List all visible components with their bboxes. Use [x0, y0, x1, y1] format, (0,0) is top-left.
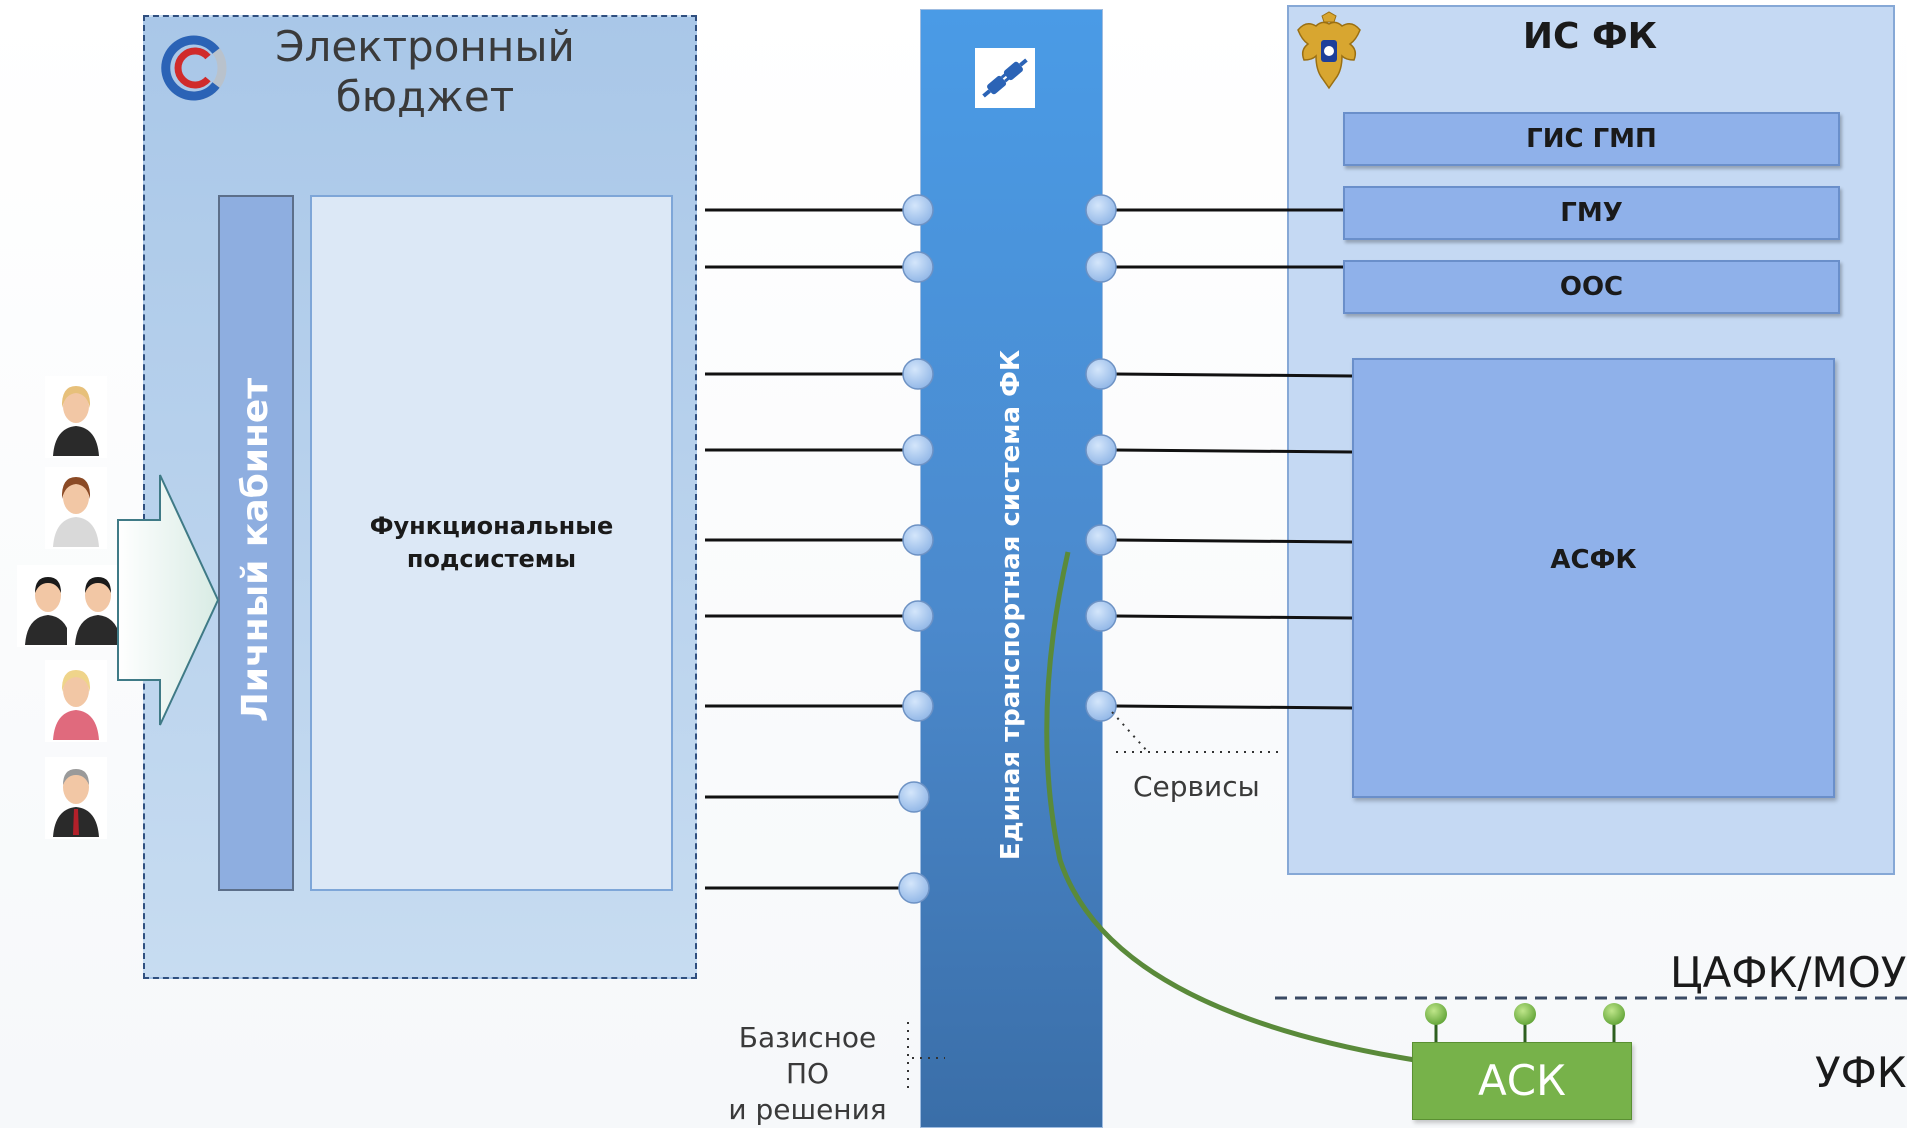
is-fk-title: ИС ФК	[1522, 16, 1658, 57]
arrow-icon	[117, 474, 220, 726]
asfk-box	[1352, 358, 1835, 798]
electronic-budget-title: Электронный бюджет	[275, 22, 575, 121]
user-icon	[45, 467, 107, 549]
services-callout	[1111, 711, 1280, 753]
zone-cafk-moy-label: ЦАФК/МОУ	[1670, 948, 1907, 997]
subsystem-gis-gmp: ГИС ГМП	[1343, 112, 1840, 166]
left-connection-lines	[705, 208, 905, 890]
subsystem-gmu: ГМУ	[1343, 186, 1840, 240]
ask-box: АСК	[1412, 1042, 1632, 1120]
base-software-line2: и решения	[728, 1093, 887, 1126]
ask-connection-curve	[1044, 551, 1416, 1063]
transport-system-bar	[920, 9, 1103, 1128]
right-connection-lines	[1114, 208, 1353, 710]
logo-c-icon	[161, 35, 227, 101]
base-software-label: Базисное ПО и решения	[715, 1020, 900, 1128]
ask-connector-pins	[1425, 1003, 1625, 1042]
personal-account-bar	[218, 195, 294, 891]
eagle-emblem-icon	[1297, 11, 1361, 90]
plug-icon	[975, 48, 1035, 108]
base-software-callout	[907, 1022, 945, 1090]
user-icon	[45, 376, 107, 458]
subsystem-oos: ООС	[1343, 260, 1840, 314]
user-icon	[45, 757, 107, 839]
functional-subsystems-box	[310, 195, 673, 891]
base-software-line1: Базисное ПО	[738, 1021, 877, 1090]
user-icon	[45, 660, 107, 742]
asfk-label: АСФК	[1550, 545, 1637, 575]
functional-subsystems-label: Функциональные подсистемы	[369, 512, 614, 573]
zone-ufk-label: УФК	[1815, 1048, 1907, 1097]
right-service-nodes	[1085, 194, 1117, 722]
services-label: Сервисы	[1133, 770, 1260, 803]
left-service-nodes	[898, 194, 934, 904]
